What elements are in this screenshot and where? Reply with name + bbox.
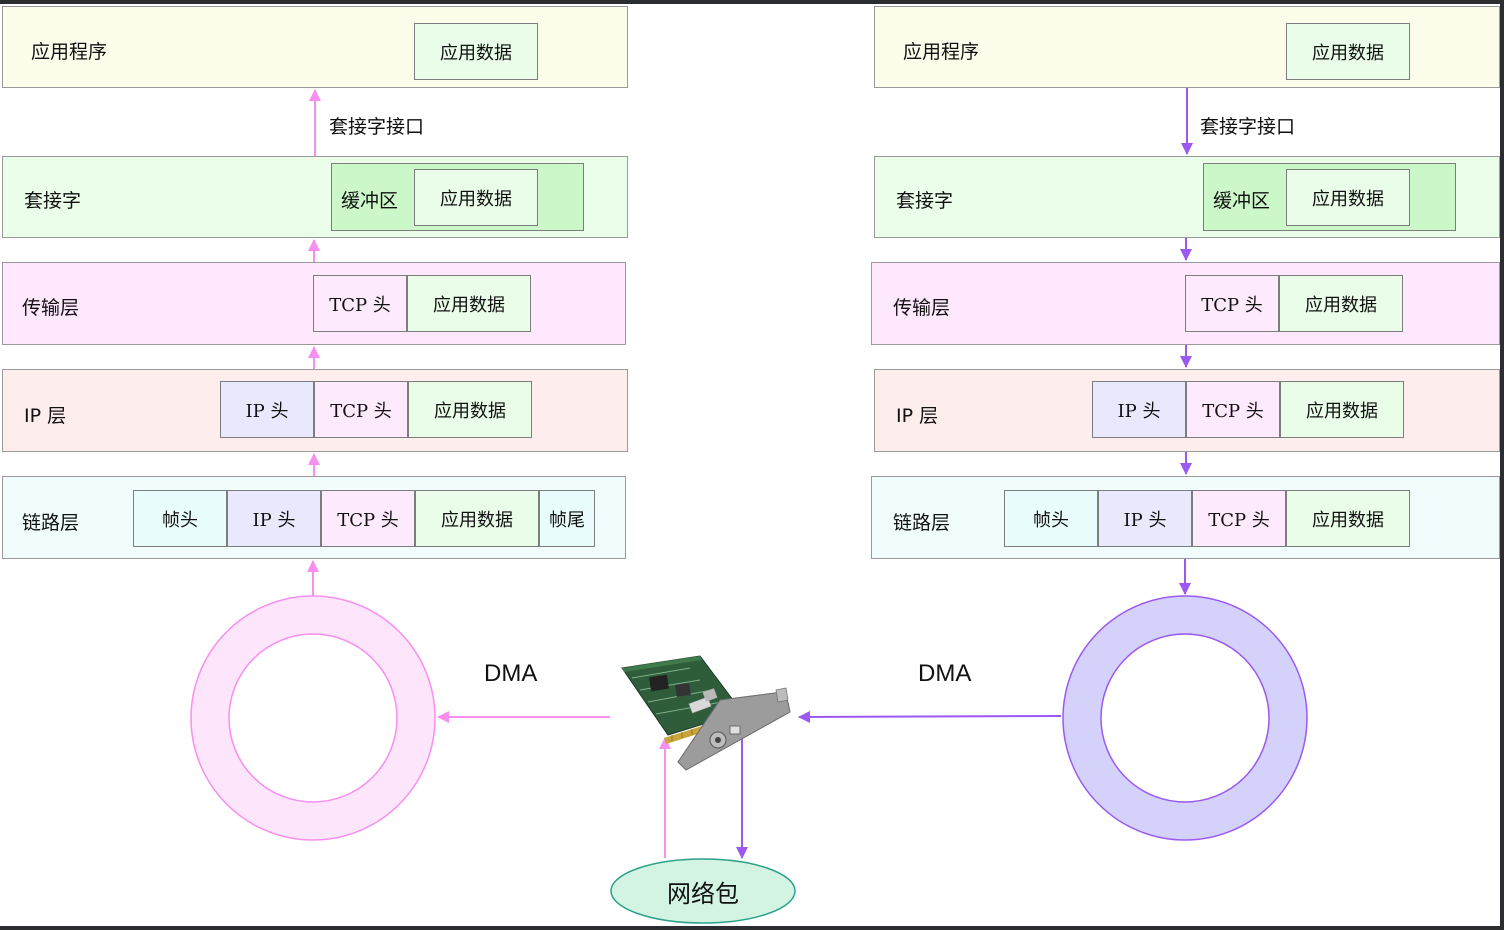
right-link-ip-head-cell: IP 头 [1098, 490, 1192, 547]
left-socket-interface-label: 套接字接口 [329, 116, 425, 138]
left-link-layer-label: 链路层 [22, 512, 80, 534]
left-ip-ip-head-cell: IP 头 [220, 381, 314, 438]
right-socket-data-cell: 应用数据 [1286, 169, 1410, 226]
left-link-ip-head-cell: IP 头 [227, 490, 321, 547]
left-app-layer: 应用程序 应用数据 [2, 6, 628, 88]
network-packet-ellipse [610, 858, 796, 924]
left-transport-tcp-head-cell: TCP 头 [313, 275, 407, 332]
left-ip-layer-label: IP 层 [24, 405, 67, 427]
left-socket-layer-label: 套接字 [24, 190, 82, 212]
left-link-data-cell: 应用数据 [415, 490, 539, 547]
right-transport-layer-label: 传输层 [893, 297, 951, 319]
right-down-arrows [736, 88, 1193, 859]
left-buffer-label: 缓冲区 [341, 190, 399, 212]
right-ip-layer-label: IP 层 [896, 405, 939, 427]
right-link-layer-label: 链路层 [893, 512, 951, 534]
left-link-layer: 链路层 帧头 IP 头 TCP 头 应用数据 帧尾 [2, 476, 626, 559]
right-app-layer: 应用程序 应用数据 [874, 6, 1500, 88]
right-link-layer: 链路层 帧头 IP 头 TCP 头 应用数据 [871, 476, 1500, 559]
network-packet-label: 网络包 [667, 879, 739, 908]
right-socket-layer-label: 套接字 [896, 190, 954, 212]
left-buffer-box: 缓冲区 应用数据 [331, 163, 584, 231]
left-up-arrows [307, 89, 671, 858]
right-link-data-cell: 应用数据 [1286, 490, 1410, 547]
arrow-right-ring-to-nic [798, 710, 1062, 723]
right-link-tcp-head-cell: TCP 头 [1192, 490, 1286, 547]
right-socket-layer: 套接字 缓冲区 应用数据 [874, 156, 1500, 238]
right-ip-data-cell: 应用数据 [1280, 381, 1404, 438]
right-app-data-cell: 应用数据 [1286, 23, 1410, 80]
window-top-edge [0, 0, 1504, 4]
network-card-icon [621, 655, 791, 771]
left-socket-data-cell: 应用数据 [414, 169, 538, 226]
right-ring-buffer [1062, 595, 1308, 841]
right-ip-layer: IP 层 IP 头 TCP 头 应用数据 [874, 369, 1500, 452]
window-bottom-edge [0, 926, 1504, 930]
right-buffer-label: 缓冲区 [1213, 190, 1271, 212]
left-app-layer-label: 应用程序 [31, 41, 108, 63]
left-ip-data-cell: 应用数据 [408, 381, 532, 438]
left-ip-layer: IP 层 IP 头 TCP 头 应用数据 [2, 369, 628, 452]
left-link-frame-tail-cell: 帧尾 [539, 490, 595, 547]
right-transport-data-cell: 应用数据 [1279, 275, 1403, 332]
left-ring-buffer [190, 595, 436, 841]
right-buffer-box: 缓冲区 应用数据 [1203, 163, 1456, 231]
left-link-frame-head-cell: 帧头 [133, 490, 227, 547]
left-socket-layer: 套接字 缓冲区 应用数据 [2, 156, 628, 238]
right-app-layer-label: 应用程序 [903, 41, 980, 63]
left-transport-layer: 传输层 TCP 头 应用数据 [2, 262, 626, 345]
right-transport-tcp-head-cell: TCP 头 [1185, 275, 1279, 332]
right-ip-ip-head-cell: IP 头 [1092, 381, 1186, 438]
left-dma-label: DMA [484, 660, 538, 687]
right-transport-layer: 传输层 TCP 头 应用数据 [871, 262, 1500, 345]
right-dma-label: DMA [918, 660, 972, 687]
window-right-edge [1500, 0, 1504, 930]
left-transport-data-cell: 应用数据 [407, 275, 531, 332]
left-transport-layer-label: 传输层 [22, 297, 80, 319]
left-link-tcp-head-cell: TCP 头 [321, 490, 415, 547]
right-link-frame-head-cell: 帧头 [1004, 490, 1098, 547]
left-ip-tcp-head-cell: TCP 头 [314, 381, 408, 438]
right-ip-tcp-head-cell: TCP 头 [1186, 381, 1280, 438]
left-app-data-cell: 应用数据 [414, 23, 538, 80]
right-socket-interface-label: 套接字接口 [1200, 116, 1296, 138]
